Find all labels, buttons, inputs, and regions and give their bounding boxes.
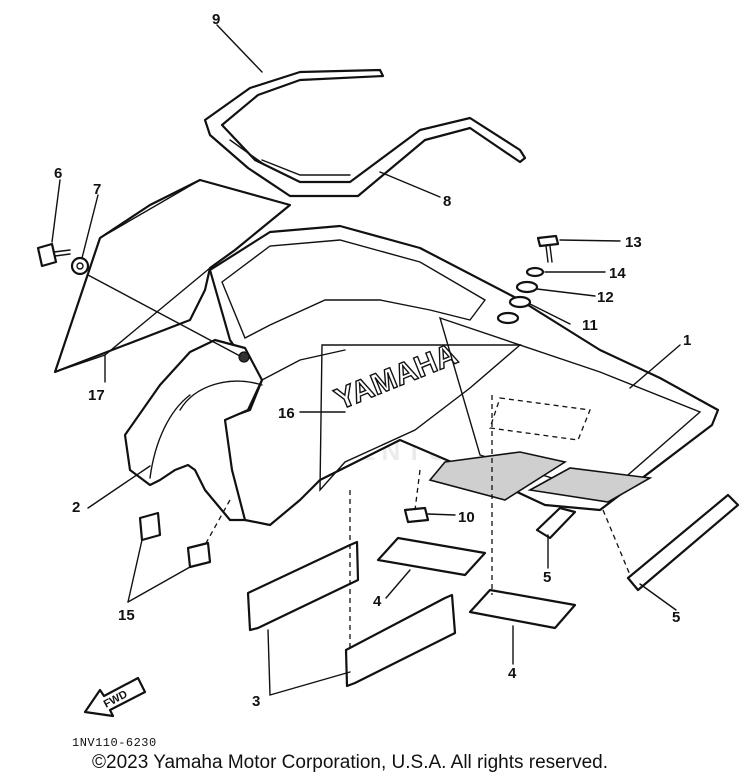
- callout-1: 1: [683, 332, 691, 349]
- callout-8: 8: [443, 193, 451, 210]
- callout-10: 10: [458, 509, 475, 526]
- trim-molding-9[interactable]: [203, 68, 527, 198]
- callout-11: 11: [582, 317, 598, 334]
- callout-17: 17: [88, 387, 105, 404]
- panel-3b[interactable]: [344, 593, 457, 688]
- callout-16: 16: [278, 405, 295, 422]
- hood-1[interactable]: YAMAHA: [208, 224, 720, 527]
- strip-5a[interactable]: [535, 506, 577, 540]
- callout-5a: 5: [543, 569, 551, 586]
- pad-15a[interactable]: [138, 511, 162, 542]
- callout-7: 7: [93, 181, 101, 198]
- washer-14[interactable]: [525, 266, 545, 278]
- panel-3a[interactable]: [246, 540, 360, 632]
- grommet-12[interactable]: [515, 280, 539, 294]
- clip-10[interactable]: [403, 506, 430, 524]
- nut-7[interactable]: [70, 256, 90, 276]
- pad-15b[interactable]: [186, 541, 212, 569]
- callout-12: 12: [597, 289, 614, 306]
- nut-11[interactable]: [508, 295, 532, 309]
- callout-6: 6: [54, 165, 62, 182]
- strip-5b[interactable]: [626, 493, 740, 592]
- bolt-6[interactable]: [36, 242, 71, 268]
- screw-13[interactable]: [536, 234, 560, 263]
- callout-14: 14: [609, 265, 626, 282]
- panel-4a[interactable]: [376, 536, 487, 577]
- callout-3: 3: [252, 693, 260, 710]
- mount-boss: [496, 311, 520, 325]
- callout-4b: 4: [508, 665, 517, 682]
- grommet: [238, 351, 250, 363]
- copyright-notice: ©2023 Yamaha Motor Corporation, U.S.A. A…: [92, 752, 608, 773]
- callout-9: 9: [212, 11, 220, 28]
- panel-4b[interactable]: [468, 588, 577, 630]
- leader-lines: [51, 24, 681, 696]
- callout-labels: 1 2 3 4 4 5 5 6 7 8 9 10 11 12 13 14 15 …: [54, 11, 691, 710]
- fwd-arrow-icon: FWD: [83, 676, 147, 718]
- callout-4a: 4: [373, 593, 382, 610]
- callout-13: 13: [625, 234, 642, 251]
- cowl-panel-2[interactable]: [123, 338, 264, 522]
- callout-5b: 5: [672, 609, 680, 626]
- callout-15: 15: [118, 607, 135, 624]
- windshield-17[interactable]: [53, 178, 292, 374]
- callout-2: 2: [72, 499, 80, 516]
- diagram-code: 1NV110-6230: [72, 736, 157, 750]
